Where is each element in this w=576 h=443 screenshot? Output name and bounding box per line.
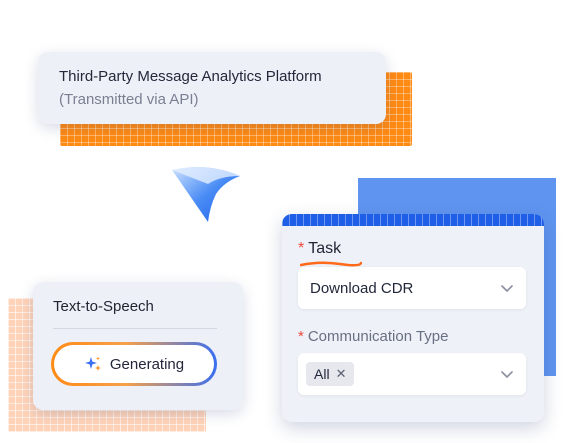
- divider: [53, 328, 217, 329]
- required-marker: *: [298, 328, 304, 345]
- tts-title: Text-to-Speech: [53, 298, 154, 315]
- platform-subtitle: (Transmitted via API): [59, 91, 199, 108]
- tag-remove-icon[interactable]: ✕: [335, 366, 347, 381]
- chevron-down-icon: [501, 371, 513, 378]
- task-label: *Task: [298, 240, 341, 258]
- communication-type-select[interactable]: All ✕: [298, 353, 526, 395]
- generating-button-label: Generating: [109, 355, 185, 373]
- task-select-value: Download CDR: [310, 280, 414, 297]
- communication-type-label-text: Communication Type: [307, 328, 449, 345]
- chevron-down-icon: [501, 285, 513, 292]
- communication-type-label: *Communication Type: [298, 328, 448, 345]
- selected-tag-all: All ✕: [306, 362, 355, 386]
- task-form-card: *Task Download CDR *Communication Type A…: [282, 214, 544, 422]
- text-to-speech-card: Text-to-Speech Generating: [33, 282, 243, 410]
- tag-label: All: [314, 366, 330, 382]
- sparkle-icon: [84, 356, 101, 371]
- task-label-underline: [300, 261, 362, 267]
- task-label-text: Task: [308, 240, 342, 257]
- generating-button[interactable]: Generating: [51, 342, 217, 386]
- form-card-header-strip: [282, 214, 544, 226]
- platform-title: Third-Party Message Analytics Platform: [59, 68, 322, 85]
- platform-card: Third-Party Message Analytics Platform (…: [38, 52, 386, 124]
- required-marker: *: [298, 240, 305, 257]
- arrow-pointer-icon: [172, 167, 240, 222]
- task-select[interactable]: Download CDR: [298, 267, 526, 309]
